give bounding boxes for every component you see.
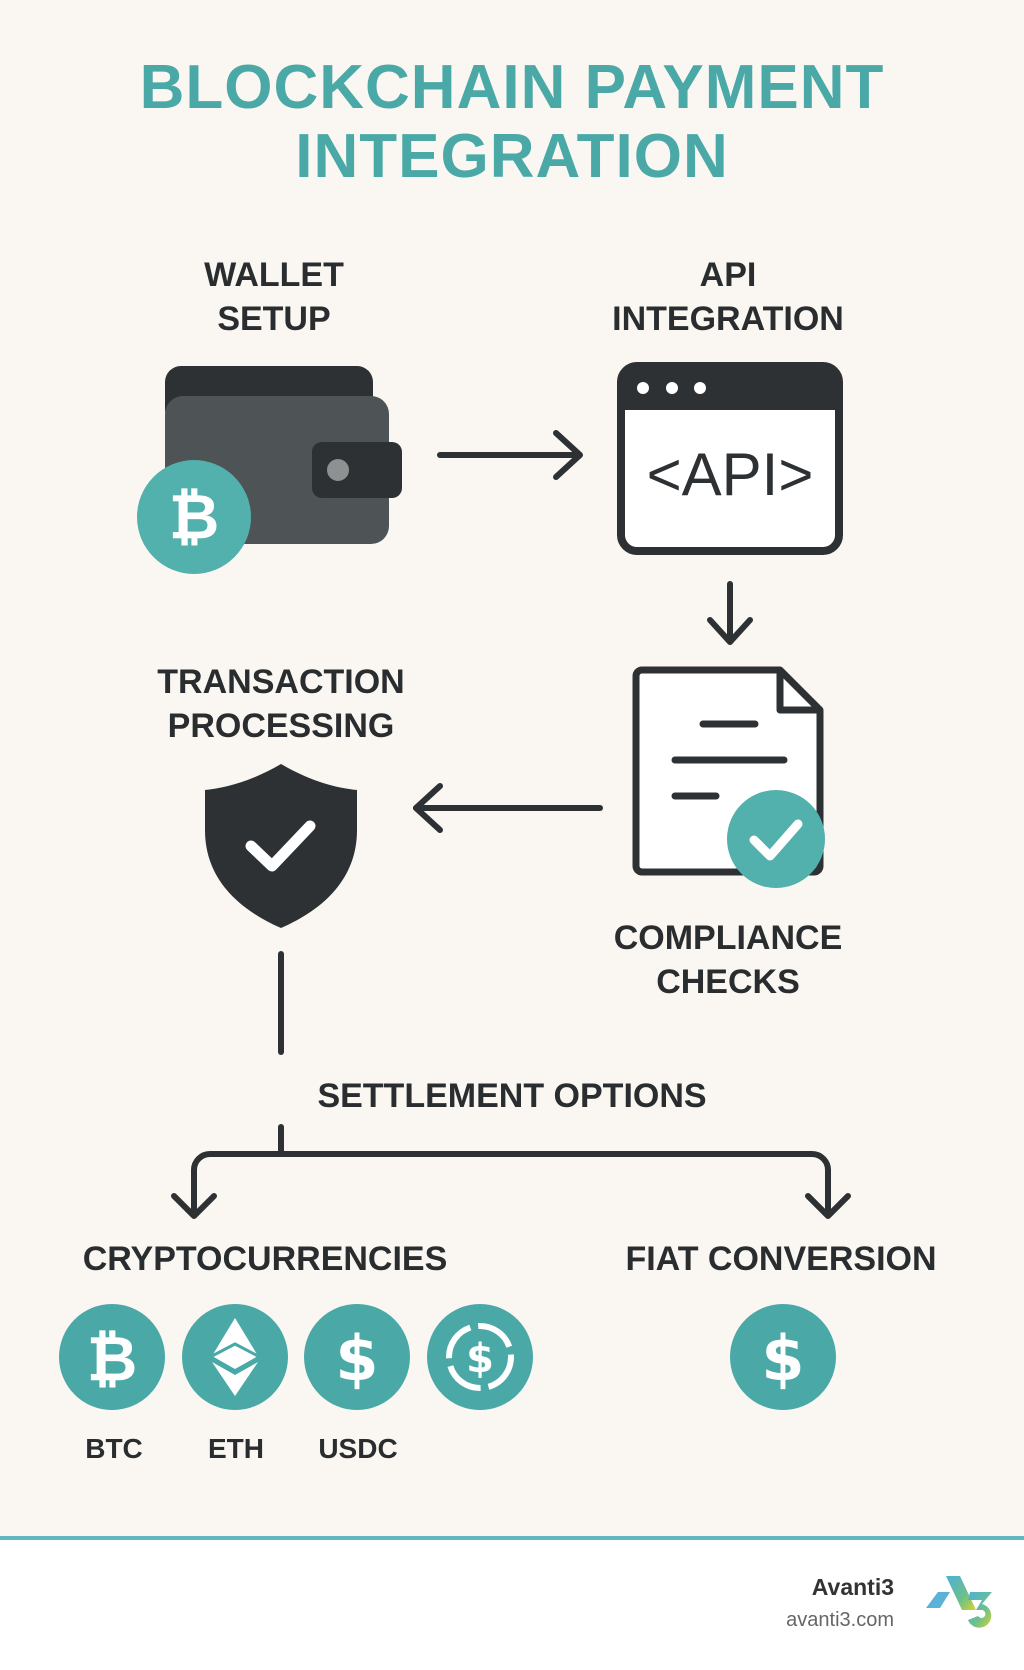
- crypto-label: CRYPTOCURRENCIES: [83, 1240, 448, 1278]
- eth-coin-icon: [182, 1304, 288, 1410]
- stablecoin-icon: $: [427, 1304, 533, 1410]
- branch-arrows-icon: [171, 1124, 851, 1219]
- api-label-2: INTEGRATION: [612, 300, 844, 338]
- api-window-icon: <API>: [617, 362, 843, 555]
- avanti3-logo-icon: [926, 1576, 992, 1628]
- fiat-label: FIAT CONVERSION: [625, 1240, 936, 1278]
- arrow-left-icon: [413, 783, 603, 833]
- usdc-coin-icon: $: [304, 1304, 410, 1410]
- footer: Avanti3 avanti3.com: [0, 1536, 1024, 1670]
- title-line-2: INTEGRATION: [295, 122, 729, 191]
- arrow-down-icon: [707, 581, 753, 645]
- svg-text:$: $: [761, 1322, 804, 1395]
- shield-check-icon: [205, 764, 357, 928]
- api-icon-text: <API>: [647, 441, 814, 508]
- transaction-label-2: PROCESSING: [168, 707, 395, 745]
- usdc-label: USDC: [318, 1433, 397, 1464]
- svg-text:₿: ₿: [169, 480, 220, 553]
- brand-block: Avanti3 avanti3.com: [786, 1574, 894, 1632]
- btc-label: BTC: [85, 1433, 143, 1464]
- wallet-label-2: SETUP: [217, 300, 330, 338]
- check-circle-icon: [727, 790, 825, 888]
- bitcoin-icon: ₿: [137, 460, 251, 574]
- api-label-1: API: [700, 256, 757, 294]
- svg-text:$: $: [466, 1336, 494, 1382]
- btc-coin-icon: ₿: [59, 1304, 165, 1410]
- brand-url[interactable]: avanti3.com: [786, 1609, 894, 1631]
- compliance-label-2: CHECKS: [656, 963, 800, 1001]
- settlement-title: SETTLEMENT OPTIONS: [317, 1077, 706, 1115]
- svg-text:$: $: [335, 1322, 378, 1395]
- title-line-1: BLOCKCHAIN PAYMENT: [140, 53, 885, 122]
- wallet-label-1: WALLET: [204, 256, 344, 294]
- diagram: BLOCKCHAIN PAYMENT INTEGRATION WALLET SE…: [59, 53, 937, 1464]
- transaction-label-1: TRANSACTION: [157, 663, 404, 701]
- fiat-dollar-icon: $: [730, 1304, 836, 1410]
- svg-text:₿: ₿: [87, 1322, 138, 1395]
- compliance-label-1: COMPLIANCE: [614, 919, 843, 957]
- eth-label: ETH: [208, 1433, 264, 1464]
- brand-name: Avanti3: [811, 1574, 894, 1600]
- wallet-icon: [165, 366, 402, 544]
- arrow-right-icon: [437, 430, 583, 480]
